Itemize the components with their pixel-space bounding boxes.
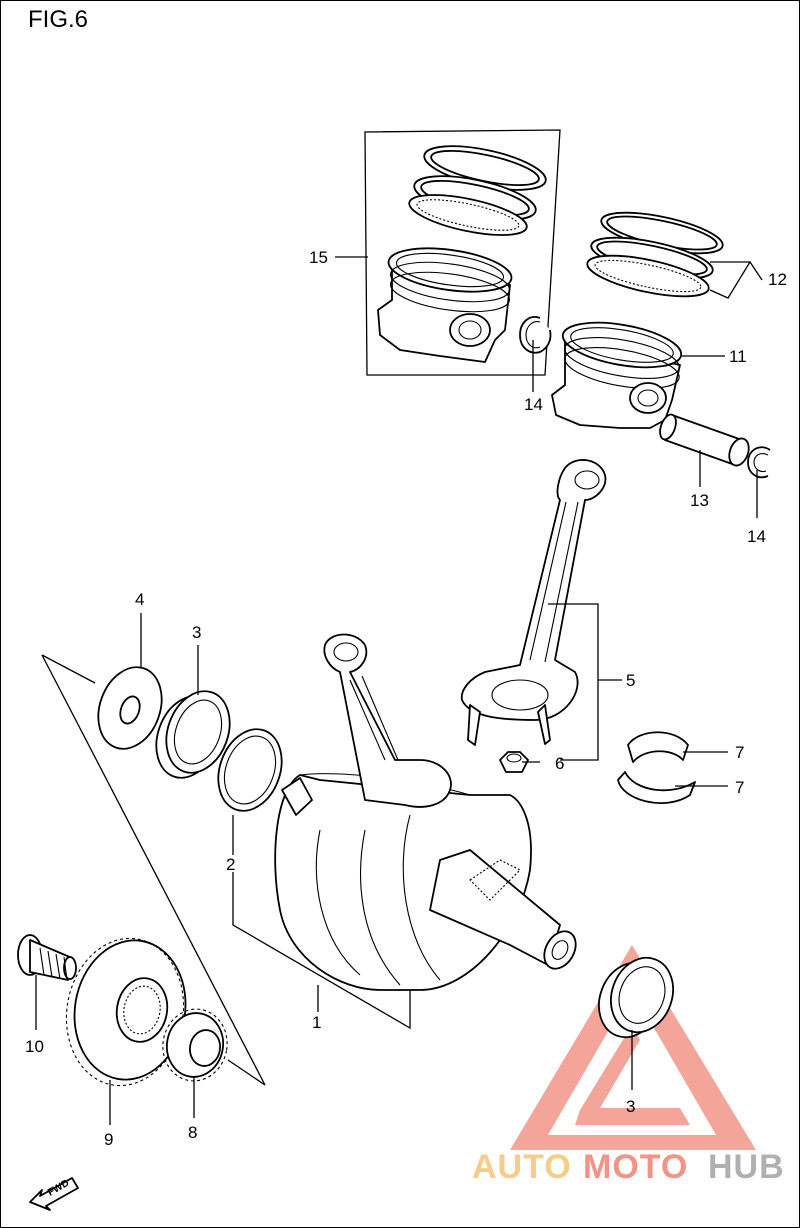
connecting-rod xyxy=(460,459,607,746)
rod-bearings xyxy=(617,731,696,804)
watermark-text: AUTO MOTO HUB xyxy=(472,1148,785,1186)
leader-lines xyxy=(35,256,763,1125)
callout-3-right: 3 xyxy=(626,1097,635,1116)
crankshaft-assembly xyxy=(274,633,577,991)
piston xyxy=(551,321,683,429)
rod-nut xyxy=(499,751,529,773)
main-bearing-left xyxy=(155,690,231,779)
main-bearing-right xyxy=(598,956,674,1039)
callout-labels: 1 2 3 3 4 5 6 7 7 8 9 10 11 12 13 14 14 … xyxy=(25,248,787,1149)
callout-10: 10 xyxy=(25,1037,44,1056)
callout-13: 13 xyxy=(690,491,709,510)
callout-9: 9 xyxy=(104,1130,113,1149)
callout-14-left: 14 xyxy=(524,395,543,414)
callout-11: 11 xyxy=(729,347,747,366)
callout-2: 2 xyxy=(226,855,235,874)
small-gear xyxy=(162,1008,228,1082)
callout-5: 5 xyxy=(626,671,635,690)
callout-12: 12 xyxy=(768,270,787,289)
callout-1: 1 xyxy=(312,1013,321,1032)
bolt xyxy=(17,934,77,981)
callout-6: 6 xyxy=(555,754,564,773)
piston-rings xyxy=(586,211,724,298)
callout-7-upper: 7 xyxy=(735,743,744,762)
thrust-washer xyxy=(97,666,163,750)
figure-title: FIG.6 xyxy=(28,6,89,33)
primary-drive-gear xyxy=(65,937,187,1087)
watermark-inner-mark xyxy=(575,1025,690,1125)
circlip-left xyxy=(519,316,552,354)
watermark-auto: AUTO xyxy=(472,1148,572,1186)
callout-8: 8 xyxy=(188,1123,197,1142)
shim xyxy=(217,728,283,812)
callout-7-lower: 7 xyxy=(735,778,744,797)
callout-4: 4 xyxy=(135,590,144,609)
piston-set-group xyxy=(364,129,561,376)
piston-pin xyxy=(659,413,750,467)
callout-15: 15 xyxy=(309,248,328,267)
circlip-right xyxy=(747,446,771,479)
watermark-moto: MOTO xyxy=(583,1148,688,1186)
watermark-hub: HUB xyxy=(708,1148,785,1186)
forward-direction-arrow: FWD xyxy=(29,1177,79,1211)
callout-14-right: 14 xyxy=(747,527,766,546)
callout-3-left: 3 xyxy=(192,623,201,642)
